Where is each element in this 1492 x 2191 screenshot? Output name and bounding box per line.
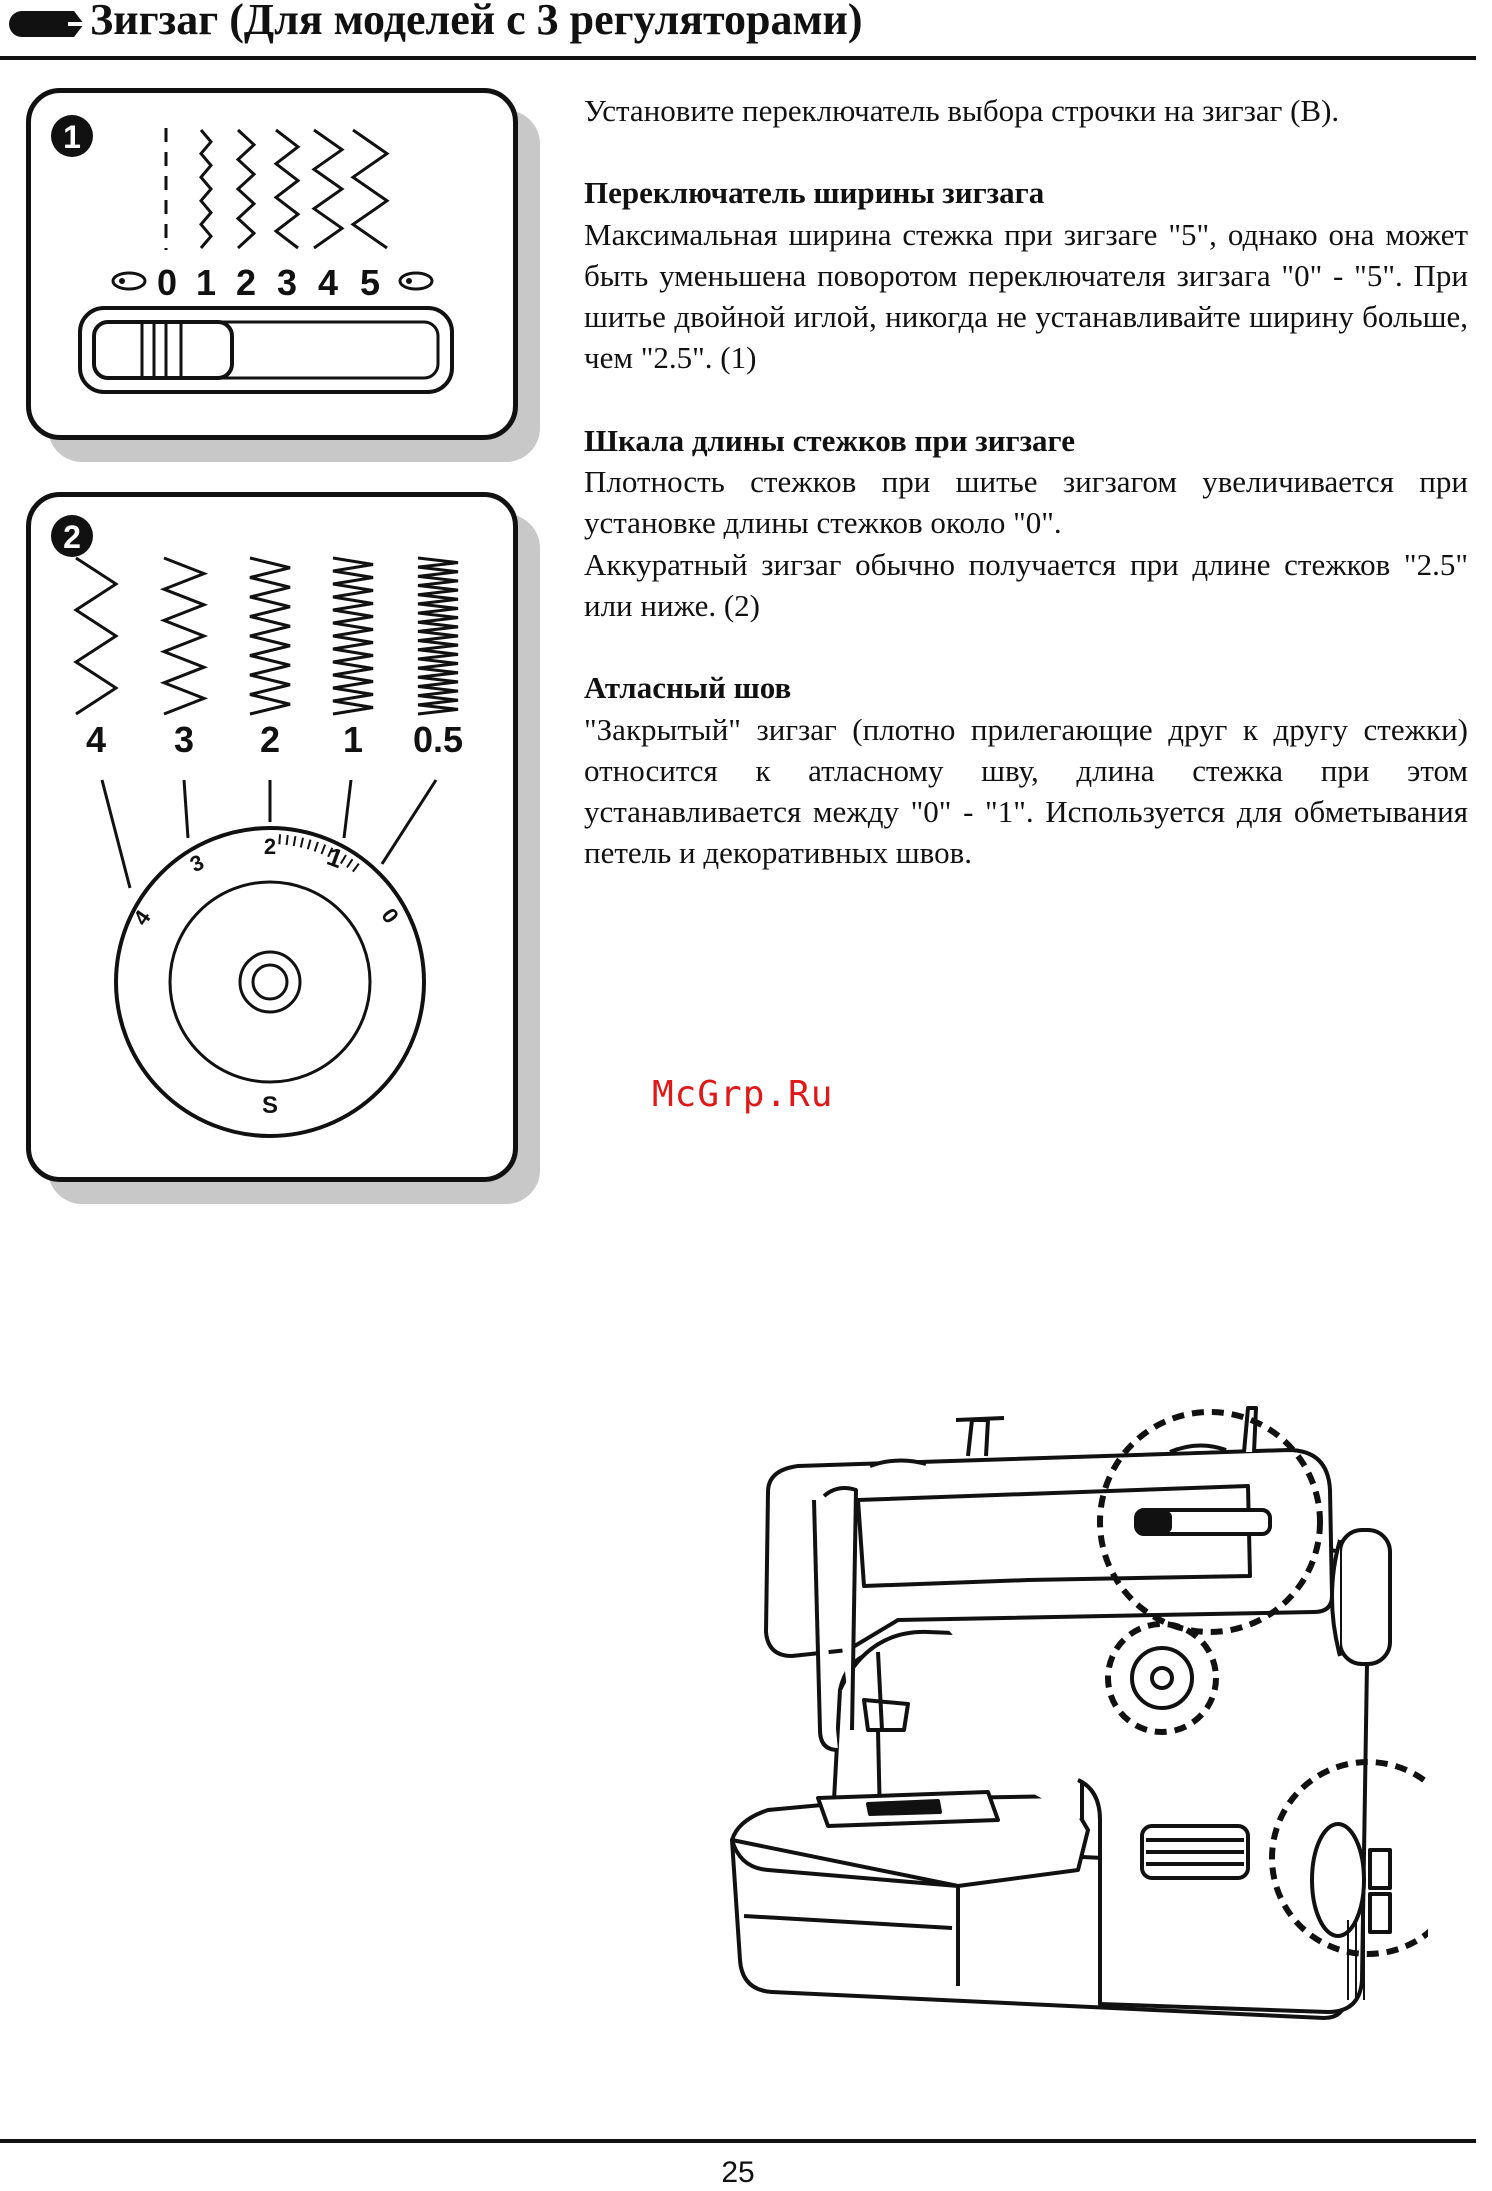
section-heading-satin: Атласный шов <box>584 670 792 706</box>
instructions-text: Установите переключатель выбора строчки … <box>584 90 1468 874</box>
watermark: McGrp.Ru <box>652 1074 834 1115</box>
stitch-label-05: 0.5 <box>413 719 463 760</box>
stitch-density-sample <box>332 556 374 716</box>
length-dial-callout <box>1105 1621 1219 1735</box>
stitch-label-2: 2 <box>260 719 280 760</box>
section-heading-width: Переключатель ширины зигзага <box>584 175 1045 211</box>
zigzag-width-sample <box>273 128 301 250</box>
zigzag-width-sample <box>199 129 213 249</box>
dial-label-2: 2 <box>264 834 276 859</box>
width-slider-housing <box>78 306 454 394</box>
stitch-label-3: 3 <box>174 719 194 760</box>
section-heading-length: Шкала длины стежков при зигзаге <box>584 422 1075 458</box>
length-dial <box>114 826 426 1138</box>
scale-left-mark-icon <box>111 271 147 291</box>
zigzag-width-sample <box>235 128 257 250</box>
figure-number: 1 <box>63 119 81 155</box>
scale-label-4: 4 <box>318 262 338 303</box>
figure-2-length-dial: 2 4 3 2 1 0.5 4 3 2 1 0 S <box>26 492 540 1204</box>
stitch-label-4: 4 <box>86 719 106 760</box>
scale-label-3: 3 <box>277 262 297 303</box>
width-switch-callout <box>1097 1409 1323 1635</box>
stitch-density-sample <box>73 556 119 716</box>
page-header: Зигзаг (Для моделей с 3 регуляторами) <box>0 0 1476 60</box>
stitch-label-1: 1 <box>343 719 363 760</box>
scale-label-0: 0 <box>157 262 177 303</box>
stitch-density-sample <box>159 556 209 716</box>
section-paragraph: "Закрытый" зигзаг (плотно прилегающие др… <box>584 711 1468 871</box>
width-switch-illustration: 1 0 1 2 3 4 5 <box>51 115 454 394</box>
dial-label-s: S <box>262 1092 278 1119</box>
stitch-density-sample <box>249 556 291 716</box>
figure-number: 2 <box>63 519 81 555</box>
length-dial-illustration: 2 4 3 2 1 0.5 4 3 2 1 0 S <box>51 515 463 1138</box>
scale-right-mark-icon <box>398 271 434 291</box>
intro-paragraph: Установите переключатель выбора строчки … <box>584 93 1340 128</box>
arrow-bullet-icon <box>9 11 86 37</box>
page-number: 25 <box>721 2156 755 2189</box>
scale-label-2: 2 <box>236 262 256 303</box>
section-paragraph: Плотность стежков при шитье зигзагом уве… <box>584 464 1468 541</box>
figure-1-width-switch: 1 0 1 2 3 4 5 <box>26 88 540 462</box>
sewing-machine-illustration <box>730 1406 1428 2020</box>
stitch-density-sample <box>417 556 459 716</box>
page-title: Зигзаг (Для моделей с 3 регуляторами) <box>90 0 863 44</box>
width-slider-knob <box>92 320 234 380</box>
footer-rule <box>0 2139 1476 2143</box>
scale-label-5: 5 <box>360 262 380 303</box>
selector-dial-callout <box>1269 1759 1428 1957</box>
zigzag-width-sample <box>311 128 345 250</box>
zigzag-width-sample <box>350 128 390 250</box>
scale-label-1: 1 <box>196 262 216 303</box>
section-paragraph: Аккуратный зигзаг обычно получается при … <box>584 546 1468 623</box>
section-paragraph: Максимальная ширина стежка при зигзаге "… <box>584 216 1468 376</box>
